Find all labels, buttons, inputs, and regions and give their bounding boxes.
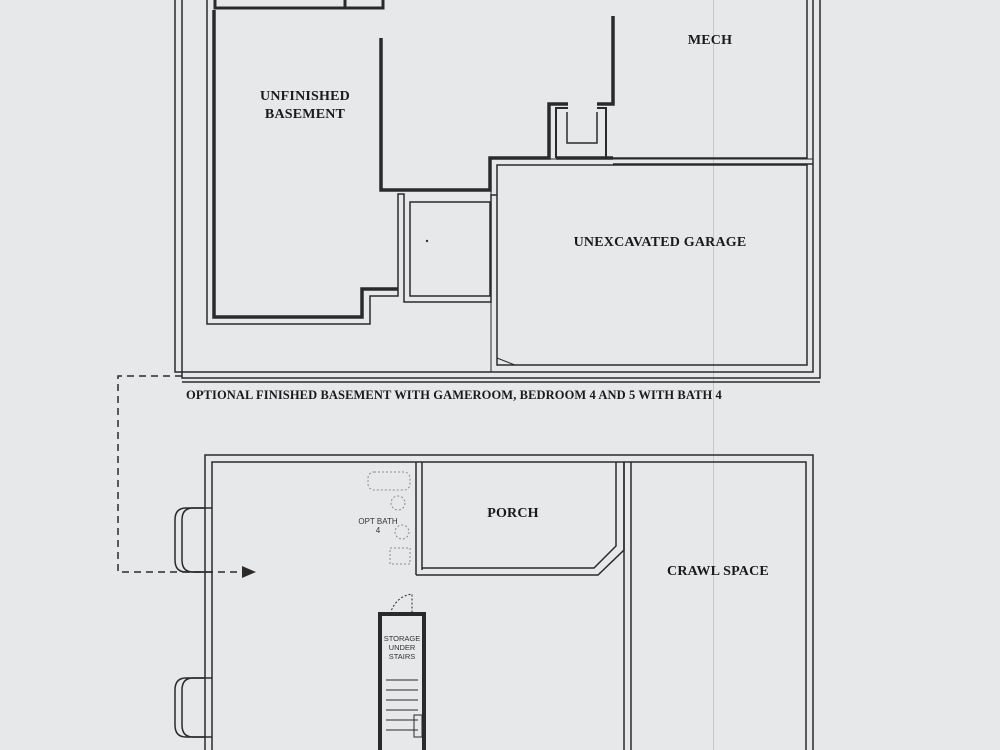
- plan-caption: OPTIONAL FINISHED BASEMENT WITH GAMEROOM…: [186, 388, 722, 402]
- dot-mark: [425, 239, 429, 243]
- opt-bath-fixtures: [367, 471, 411, 565]
- window-bays: [174, 507, 212, 738]
- porch-label: PORCH: [487, 506, 539, 521]
- lower-plan-outer-wall: [204, 454, 814, 750]
- opt-bath-label-line1: OPT BATH: [358, 517, 398, 526]
- dashed-connector-arrow: [117, 375, 240, 573]
- unexcavated-garage-label: UNEXCAVATED GARAGE: [573, 235, 747, 250]
- crawl-space-walls: [623, 462, 632, 750]
- top-partial-rooms: [213, 0, 385, 10]
- small-room: [409, 201, 491, 297]
- arrow-head: [242, 566, 256, 578]
- crawl-space-label: CRAWL SPACE: [667, 564, 769, 579]
- opt-bath-walls: [415, 462, 423, 575]
- storage-label-line1: STORAGE: [383, 634, 421, 643]
- garage-walls: [490, 158, 814, 373]
- unfinished-basement-label-line2: BASEMENT: [264, 107, 346, 122]
- fireplace: [555, 107, 607, 158]
- paper-fold-line: [713, 0, 714, 750]
- mech-room-walls: [613, 0, 813, 165]
- storage-label-line2: UNDER: [388, 643, 416, 652]
- mech-label: MECH: [687, 33, 733, 48]
- unfinished-basement-label-line1: UNFINISHED: [260, 89, 350, 104]
- opt-bath-label-line2: 4: [375, 526, 381, 535]
- stairs: [378, 593, 426, 750]
- storage-label-line3: STAIRS: [388, 652, 416, 661]
